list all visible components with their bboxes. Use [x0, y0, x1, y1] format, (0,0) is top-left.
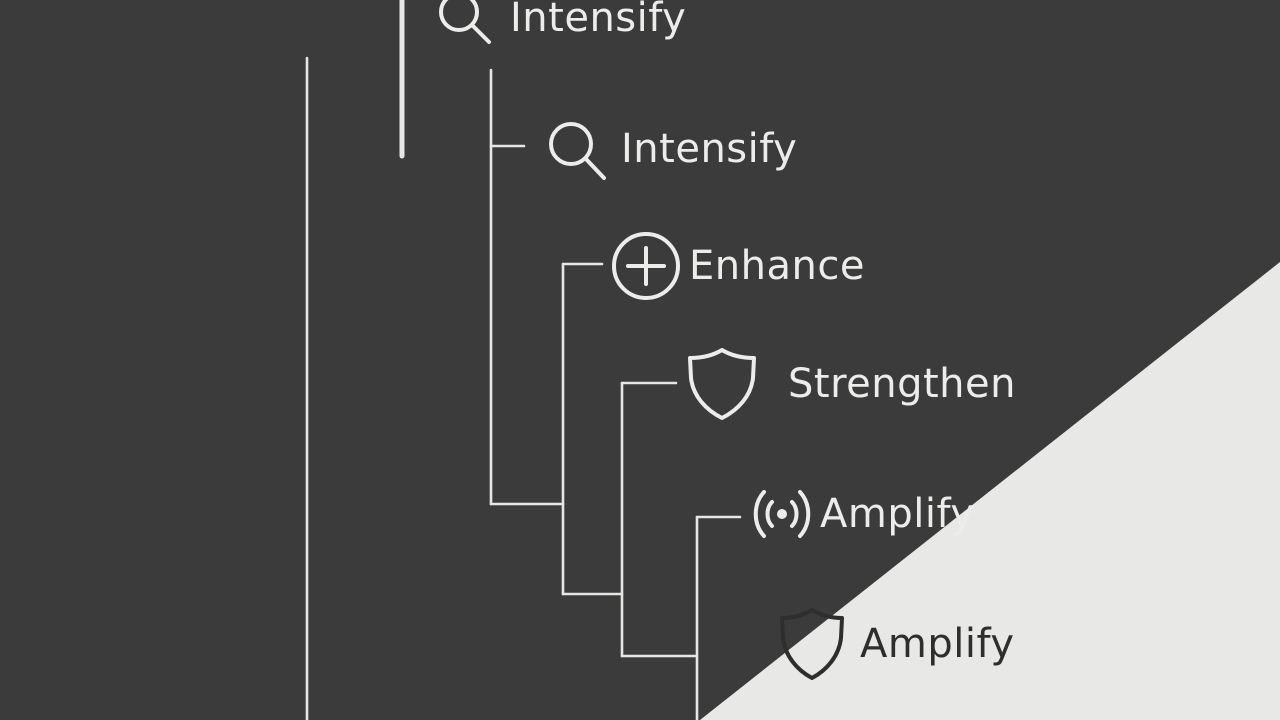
search-icon: [549, 122, 606, 180]
shield-icon: [780, 608, 844, 680]
node-label: Amplify: [860, 621, 1015, 667]
node-amplify-broadcast: Amplify: [752, 484, 975, 544]
plus-circle-icon: [612, 232, 680, 300]
node-label: Enhance: [689, 243, 865, 289]
search-icon: [439, 0, 491, 44]
node-intensify-top: Intensify: [432, 0, 686, 48]
node-label: Strengthen: [788, 361, 1016, 407]
node-label: Intensify: [510, 0, 687, 41]
node-amplify-shield: Amplify: [778, 606, 1015, 682]
node-label: Intensify: [621, 126, 798, 172]
node-intensify: Intensify: [544, 115, 797, 183]
node-strengthen: Strengthen: [686, 346, 1016, 422]
shield-icon: [688, 348, 756, 420]
node-label: Amplify: [820, 491, 975, 537]
broadcast-icon: [753, 490, 811, 538]
node-enhance: Enhance: [610, 230, 865, 302]
